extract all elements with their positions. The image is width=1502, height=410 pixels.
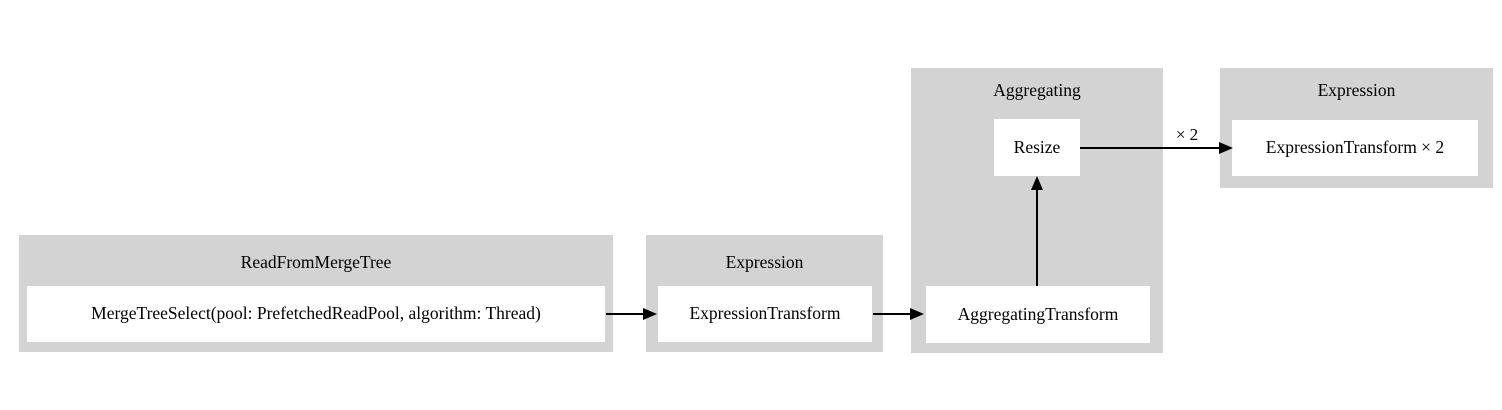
- group-title-expression-2: Expression: [1317, 80, 1396, 100]
- group-title-expression-1: Expression: [725, 252, 804, 272]
- edge-resize-to-expression-transform-x2-line: [1080, 147, 1221, 149]
- edge-expression-transform-to-aggregating-transform-arrowhead: [910, 307, 924, 320]
- group-title-read-from-merge-tree: ReadFromMergeTree: [240, 252, 392, 272]
- node-label-resize: Resize: [1013, 136, 1061, 157]
- node-expression-transform[interactable]: ExpressionTransform: [658, 286, 872, 342]
- edge-aggregating-transform-to-resize-arrowhead: [1030, 176, 1043, 190]
- group-aggregating[interactable]: Aggregating Resize AggregatingTransform: [911, 68, 1163, 353]
- node-aggregating-transform[interactable]: AggregatingTransform: [926, 286, 1150, 343]
- group-read-from-merge-tree[interactable]: ReadFromMergeTree MergeTreeSelect(pool: …: [19, 235, 613, 352]
- node-label-aggregating-transform: AggregatingTransform: [957, 303, 1119, 324]
- edge-expression-transform-to-aggregating-transform-line: [873, 313, 910, 315]
- edge-merge-tree-select-to-expression-transform-line: [606, 313, 643, 315]
- group-expression-2[interactable]: Expression ExpressionTransform × 2: [1220, 68, 1493, 188]
- node-label-expression-transform-x2: ExpressionTransform × 2: [1265, 137, 1445, 158]
- edge-label-resize-to-expression-transform-x2: × 2: [1175, 125, 1199, 144]
- edge-aggregating-transform-to-resize-line: [1036, 189, 1038, 286]
- node-expression-transform-x2[interactable]: ExpressionTransform × 2: [1232, 120, 1478, 176]
- node-label-expression-transform: ExpressionTransform: [689, 303, 841, 324]
- group-expression-1[interactable]: Expression ExpressionTransform: [646, 235, 883, 352]
- group-title-aggregating: Aggregating: [993, 80, 1081, 100]
- edge-resize-to-expression-transform-x2-arrowhead: [1219, 141, 1233, 154]
- node-resize[interactable]: Resize: [994, 119, 1080, 176]
- edge-merge-tree-select-to-expression-transform-arrowhead: [643, 307, 657, 320]
- node-label-merge-tree-select: MergeTreeSelect(pool: PrefetchedReadPool…: [91, 303, 541, 324]
- node-merge-tree-select[interactable]: MergeTreeSelect(pool: PrefetchedReadPool…: [27, 286, 605, 342]
